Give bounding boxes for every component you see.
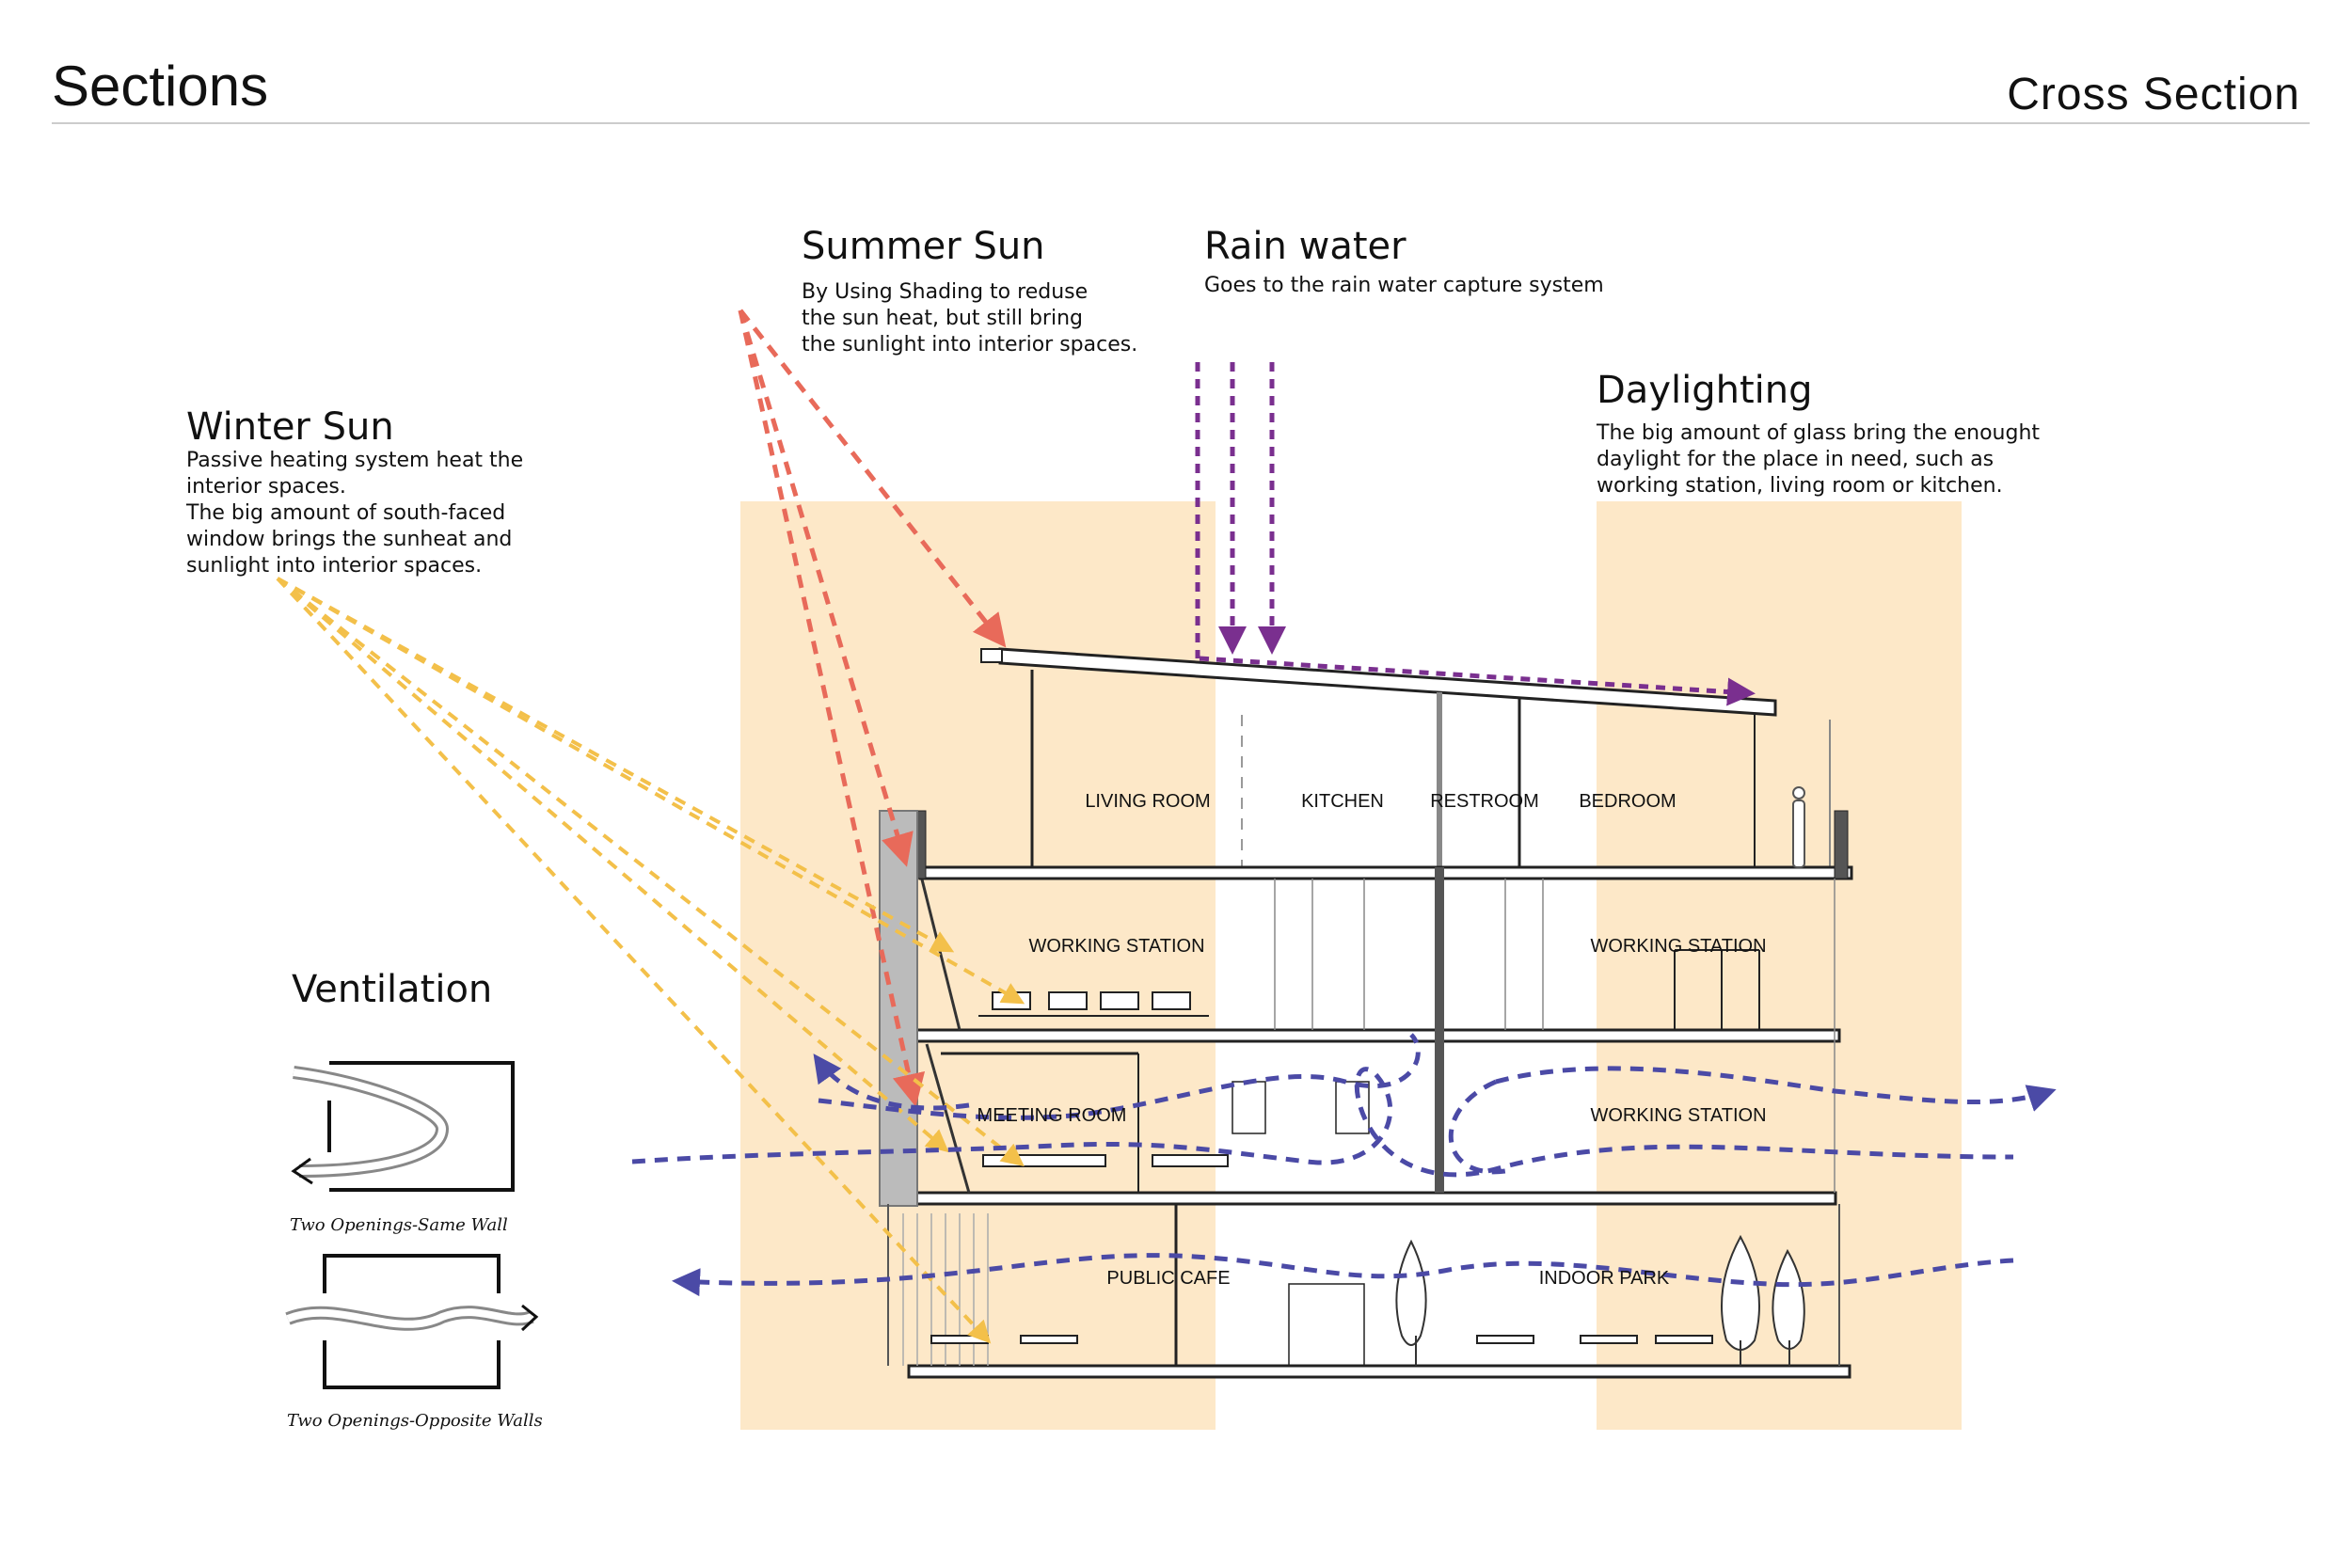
shading-louvers [920, 879, 971, 1194]
room-working-station-a: WORKING STATION [1028, 936, 1204, 957]
floor-slab-2 [907, 1191, 1837, 1206]
daylighting-title: Daylighting [1597, 369, 1813, 412]
person-figure [1792, 786, 1805, 868]
roof-overhang [980, 648, 1003, 663]
page-title: Sections [52, 55, 268, 118]
room-public-cafe: PUBLIC CAFE [1106, 1268, 1230, 1289]
ventilation-opposite-walls-icon [285, 1254, 539, 1389]
room-bedroom: BEDROOM [1579, 791, 1676, 812]
room-meeting-room: MEETING ROOM [977, 1105, 1127, 1126]
room-living-room: LIVING ROOM [1085, 791, 1210, 812]
winter-sun-line-4: window brings the sunheat and [186, 528, 512, 551]
ventilation-caption-2: Two Openings-Opposite Walls [287, 1411, 543, 1431]
winter-sun-line-1: Passive heating system heat the [186, 449, 523, 472]
room-restroom: RESTROOM [1430, 791, 1539, 812]
ventilation-caption-1: Two Openings-Same Wall [290, 1215, 508, 1235]
summer-sun-title: Summer Sun [802, 225, 1045, 268]
ventilation-arrows [631, 1033, 2057, 1297]
daylighting-line-3: working station, living room or kitchen. [1597, 474, 2003, 498]
floor-slab-1 [907, 1364, 1851, 1379]
room-kitchen: KITCHEN [1301, 791, 1384, 812]
winter-sun-annotation: Winter Sun Passive heating system heat t… [185, 405, 523, 578]
summer-sun-line-3: the sunlight into interior spaces. [802, 333, 1137, 356]
summer-sun-line-1: By Using Shading to reduse [802, 280, 1088, 304]
winter-sun-line-5: sunlight into interior spaces. [186, 554, 482, 578]
winter-sun-line-3: The big amount of south-faced [185, 501, 505, 525]
daylighting-line-2: daylight for the place in need, such as [1597, 448, 1994, 471]
rain-water-arrows [1195, 362, 1756, 706]
summer-sun-line-2: the sun heat, but still bring [802, 307, 1083, 330]
room-working-station-c: WORKING STATION [1590, 1105, 1766, 1126]
summer-sun-arrows [738, 309, 1007, 1107]
highlight-band-south [740, 501, 1216, 1430]
summer-sun-annotation: Summer Sun By Using Shading to reduse th… [802, 225, 1137, 356]
room-labels: LIVING ROOM KITCHEN RESTROOM BEDROOM WOR… [977, 791, 1767, 1289]
rain-water-annotation: Rain water Goes to the rain water captur… [1204, 225, 1604, 297]
ventilation-same-wall-icon [291, 1061, 515, 1192]
shading-screen [879, 810, 918, 1207]
room-working-station-b: WORKING STATION [1590, 936, 1766, 957]
winter-sun-line-2: interior spaces. [186, 475, 346, 499]
tree-outlines [1395, 1234, 1805, 1366]
winter-sun-title: Winter Sun [186, 405, 394, 449]
central-column [1435, 867, 1444, 1193]
page-subtitle: Cross Section [2007, 70, 2300, 119]
building-section [879, 647, 1853, 1379]
room-indoor-park: INDOOR PARK [1539, 1268, 1670, 1289]
furniture [930, 949, 1760, 1344]
daylighting-line-1: The big amount of glass bring the enough… [1596, 421, 2040, 445]
floor-slab-4 [918, 865, 1853, 880]
ventilation-title: Ventilation [292, 968, 492, 1011]
ventilation-annotation: Ventilation Two Openings-Same Wall Two O… [287, 968, 543, 1431]
rain-water-title: Rain water [1204, 225, 1406, 268]
daylighting-annotation: Daylighting The big amount of glass brin… [1596, 369, 2040, 498]
floor-slab-3 [911, 1028, 1841, 1043]
rain-water-line-1: Goes to the rain water capture system [1204, 274, 1604, 297]
